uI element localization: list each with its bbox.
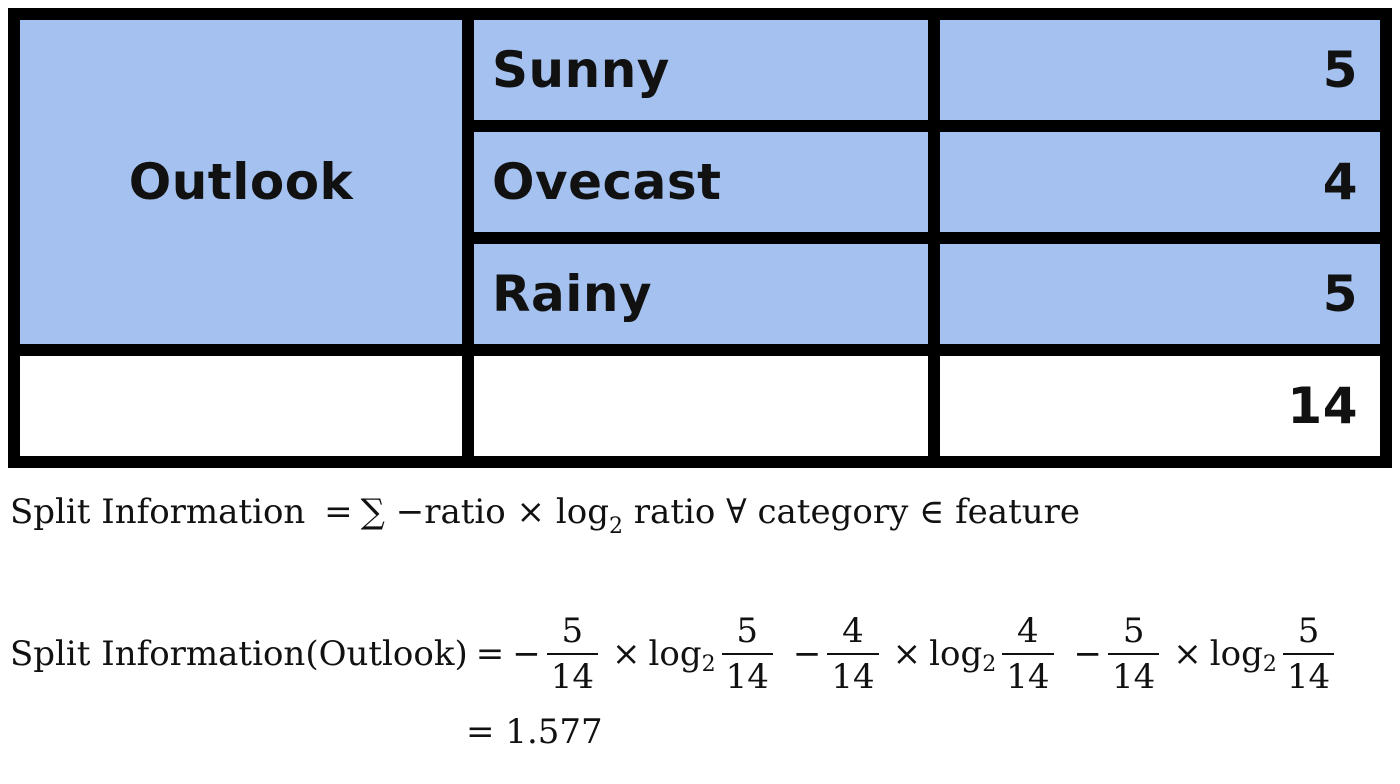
fraction-numerator: 5 [736, 611, 759, 651]
fraction-numerator: 4 [1017, 611, 1039, 651]
fraction-numerator: 5 [1122, 611, 1145, 651]
log-text: log [929, 634, 983, 674]
count-cell: 5 [940, 244, 1380, 344]
empty-cell [474, 356, 928, 456]
category-label: Ovecast [492, 153, 722, 211]
fraction-bar [1282, 653, 1335, 655]
category-label: Rainy [492, 265, 653, 323]
fraction-denominator: 14 [725, 657, 769, 697]
fraction: 5 14 [1282, 609, 1335, 699]
category-label: Sunny [492, 41, 670, 99]
fraction: 5 14 [1108, 609, 1160, 699]
times-sign: × [892, 634, 922, 674]
category-cell: Sunny [474, 20, 928, 120]
element-of-symbol: ∈ [919, 492, 945, 532]
times-sign: × [1173, 634, 1202, 674]
fraction-denominator: 14 [1112, 657, 1156, 697]
equals-sign: = [466, 712, 495, 752]
count-cell: 4 [940, 132, 1380, 232]
fraction-bar [546, 653, 598, 655]
category-cell: Rainy [474, 244, 928, 344]
fraction-numerator: 5 [1297, 611, 1320, 651]
sum-symbol: ∑ [360, 492, 385, 532]
log-base: 2 [982, 651, 997, 677]
count-value: 4 [1322, 153, 1358, 211]
result-line: = 1.577 [466, 710, 603, 754]
log-text: log [555, 492, 609, 532]
fraction-denominator: 14 [1286, 657, 1331, 697]
equals-sign: = [475, 634, 505, 674]
split-information-formula: Split Information =∑ −ratio × log2 ratio… [10, 490, 1080, 539]
count-value: 5 [1322, 265, 1358, 323]
feature-word: feature [955, 492, 1080, 532]
fraction: 4 14 [827, 609, 879, 699]
fraction: 5 14 [546, 609, 598, 699]
fraction: 4 14 [1002, 609, 1054, 699]
outlook-split-formula: Split Information(Outlook) = − 5 14 × lo… [10, 604, 1340, 704]
log-base: 2 [1262, 651, 1277, 677]
minus-sign: − [1073, 634, 1103, 674]
empty-cell [20, 356, 462, 456]
fraction-denominator: 14 [1006, 657, 1050, 697]
category-word: category [757, 492, 909, 532]
fraction-denominator: 14 [831, 657, 875, 697]
fraction-bar [1108, 653, 1160, 655]
total-cell: 14 [940, 356, 1380, 456]
term-prefix: −ratio × [395, 492, 546, 532]
count-value: 5 [1322, 41, 1358, 99]
fraction-denominator: 14 [550, 657, 594, 697]
category-cell: Ovecast [474, 132, 928, 232]
fraction-numerator: 5 [561, 611, 584, 651]
fraction: 5 14 [721, 609, 773, 699]
times-sign: × [611, 634, 641, 674]
minus-sign: − [792, 634, 822, 674]
minus-sign: − [512, 634, 541, 674]
term-suffix: ratio [633, 492, 716, 532]
log-text: log [648, 634, 702, 674]
fraction-bar [1002, 653, 1054, 655]
fraction-numerator: 4 [842, 611, 864, 651]
equals-sign: = [324, 492, 353, 532]
formula-lhs: Split Information(Outlook) [10, 634, 468, 674]
log-base: 2 [608, 514, 623, 539]
feature-cell: Outlook [20, 20, 462, 344]
fraction-bar [721, 653, 773, 655]
formula-lhs: Split Information [10, 492, 306, 532]
result-value: 1.577 [505, 712, 603, 752]
split-table: Outlook Sunny 5 Ovecast 4 Rainy 5 14 [8, 8, 1392, 468]
feature-label: Outlook [128, 153, 354, 211]
log-base: 2 [701, 651, 716, 677]
forall-symbol: ∀ [726, 492, 747, 532]
count-cell: 5 [940, 20, 1380, 120]
total-value: 14 [1287, 377, 1358, 435]
log-text: log [1209, 634, 1263, 674]
fraction-bar [827, 653, 879, 655]
